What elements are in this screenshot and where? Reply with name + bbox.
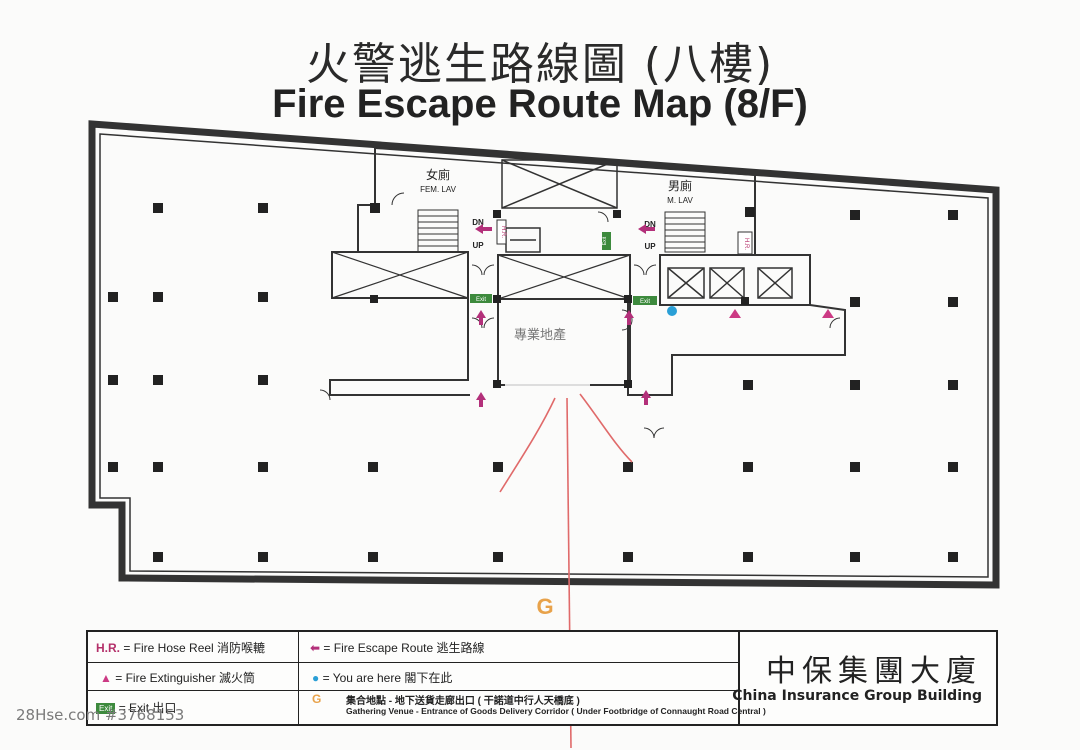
m-lav-label-en: M. LAV	[667, 196, 693, 205]
shaft-top	[501, 159, 618, 209]
fire-extinguisher-1	[729, 309, 741, 318]
center-office-label: 專業地產	[514, 327, 566, 342]
hose-reel-marker-2: H.R.	[737, 231, 753, 255]
hose-reel-symbol: H.R.	[96, 641, 120, 655]
stair-left	[417, 209, 459, 253]
legend-divider-4	[738, 632, 740, 724]
svg-text:Exit: Exit	[476, 297, 486, 303]
building-name-chinese: 中保集團大廈	[766, 654, 982, 689]
duct-center	[497, 254, 631, 300]
escape-arrow-icon: ⬅	[310, 641, 321, 655]
you-are-here-icon: ●	[312, 671, 320, 685]
map-title-english: Fire Escape Route Map (8/F)	[272, 82, 808, 126]
watermark: 28Hse.com #3768153	[16, 706, 185, 724]
stair-left-up: UP	[472, 241, 484, 250]
m-lav-label-cn: 男廁	[668, 178, 692, 193]
fem-lav-label-en: FEM. LAV	[420, 185, 457, 194]
door-swings	[319, 192, 841, 439]
stair-right	[664, 211, 706, 253]
structural-columns	[108, 203, 958, 562]
svg-text:Exit: Exit	[640, 299, 650, 305]
duct-left	[331, 251, 469, 299]
exit-sign-1: Exit	[470, 294, 492, 303]
legend-you-are-here: ● = You are here 閣下在此	[312, 669, 452, 686]
extinguisher-icon: ▲	[100, 671, 112, 685]
gathering-point-marker: G	[536, 594, 553, 619]
legend-extinguisher: ▲ = Fire Extinguisher 滅火筒	[100, 669, 255, 686]
legend-escape-route: ⬅ = Fire Escape Route 逃生路線	[310, 639, 484, 656]
fire-extinguisher-2	[822, 309, 834, 318]
svg-text:Exit: Exit	[602, 236, 608, 245]
legend-panel: H.R. = Fire Hose Reel 消防喉轆 ⬅ = Fire Esca…	[86, 630, 998, 726]
svg-text:H.R.: H.R.	[743, 238, 749, 250]
building-name-english: China Insurance Group Building	[732, 688, 982, 704]
exit-sign-2: Exit	[633, 296, 657, 305]
extinguisher-text: = Fire Extinguisher 滅火筒	[115, 671, 255, 685]
stair-right-dn: DN	[644, 220, 656, 229]
stair-left-dn: DN	[472, 218, 484, 227]
legend-divider-2	[88, 690, 738, 691]
exit-symbol: Exit	[96, 703, 116, 715]
gathering-text-cn: 集合地點 - 地下送貨走廊出口 ( 干諾道中行人天橋底 )	[346, 696, 580, 707]
hose-reel-marker-1: H.R.	[496, 219, 507, 245]
exit-sign-3: Exit	[602, 232, 611, 250]
legend-gathering: G	[312, 692, 321, 706]
legend-divider-1	[88, 662, 738, 663]
legend-divider-3	[298, 632, 299, 724]
you-are-here-text: = You are here 閣下在此	[322, 671, 453, 685]
svg-text:H.R.: H.R.	[500, 226, 506, 238]
fem-lav-label-cn: 女廁	[426, 167, 450, 182]
stair-right-up: UP	[644, 242, 656, 251]
legend-hose-reel: H.R. = Fire Hose Reel 消防喉轆	[96, 639, 265, 656]
gathering-symbol: G	[312, 692, 322, 706]
exit-text: = Exit 出口	[118, 701, 177, 715]
escape-route-text: = Fire Escape Route 逃生路線	[323, 641, 485, 655]
legend-exit: Exit = Exit 出口	[96, 699, 176, 716]
outer-wall	[88, 120, 1000, 589]
core-walls	[329, 147, 846, 396]
you-are-here-dot	[667, 306, 677, 316]
gathering-text-en: Gathering Venue - Entrance of Goods Deli…	[346, 706, 766, 716]
escape-route-arrows	[475, 224, 655, 407]
map-title-chinese: 火警逃生路線圖 (八樓)	[305, 39, 775, 90]
hose-reel-text: = Fire Hose Reel 消防喉轆	[123, 641, 266, 655]
